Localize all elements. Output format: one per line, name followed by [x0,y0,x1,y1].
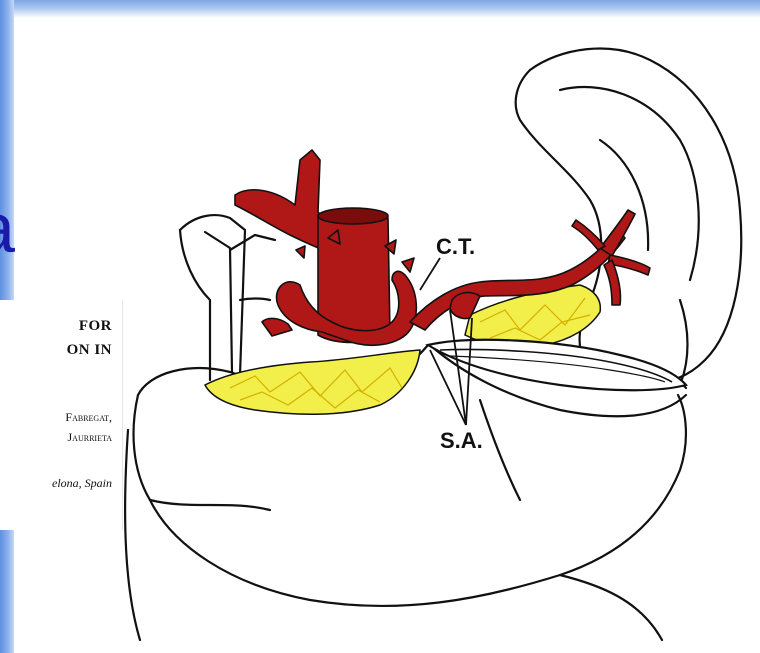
anatomical-illustration: C.T. S.A. [122,0,760,653]
paper-title-line-2: ON IN [67,342,112,359]
paper-author-line-1: Fabregat, [65,410,112,425]
slide-title-fragment: a [0,183,16,273]
label-celiac-trunk: C.T. [436,234,475,259]
label-splenic-artery: S.A. [440,428,483,453]
paper-author-line-2: Jaurrieta [68,430,112,445]
stomach-cut-wall [428,340,686,390]
paper-header-clipping: FOR ON IN Fabregat, Jaurrieta elona, Spa… [0,300,123,530]
paper-location: elona, Spain [52,476,112,491]
paper-title-line-1: FOR [79,318,112,335]
